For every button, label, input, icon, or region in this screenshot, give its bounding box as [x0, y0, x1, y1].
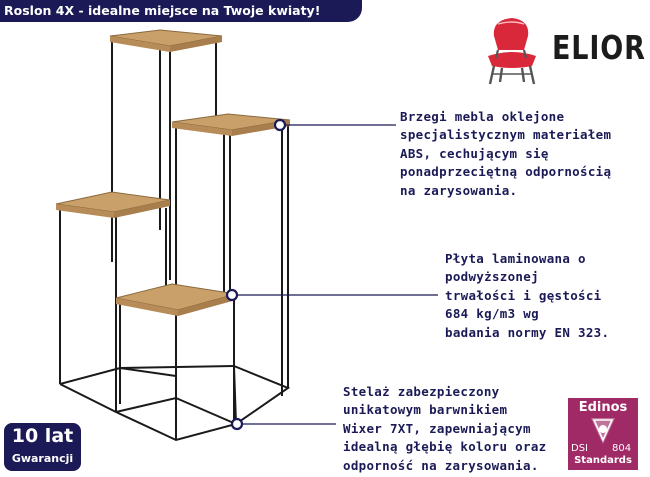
chair-icon — [488, 18, 536, 85]
certificate-standards: Standards — [574, 455, 632, 466]
callout-line: ABS, cechującym się — [400, 145, 549, 161]
certificate-name: Edinos — [578, 400, 628, 415]
callout-edges: Brzegi mebla oklejone specjalistycznym m… — [400, 108, 611, 200]
callout-line: 684 kg/m3 wg — [445, 306, 539, 322]
callout-line: na zarysowania. — [400, 182, 518, 198]
callout-line: ponadprzeciętną odpornością — [400, 164, 612, 180]
callout-line: trwałości i gęstości — [445, 287, 602, 303]
warranty-years: 10 lat — [11, 425, 74, 447]
certificate-dsi: DSI — [571, 443, 588, 454]
callout-line: badania normy EN 323. — [445, 324, 610, 340]
title-banner: Roslon 4X - idealne miejsce na Twoje kwi… — [0, 0, 362, 22]
brand-logo — [484, 14, 634, 90]
warranty-badge: 10 lat Gwarancji — [4, 423, 81, 471]
callout-dot-icon — [225, 118, 438, 431]
shield-icon — [591, 418, 615, 444]
edinos-certificate-badge: Edinos DSI 804 Standards — [568, 398, 638, 470]
certificate-number: 804 — [612, 443, 632, 454]
callout-line: Brzegi mebla oklejone — [400, 109, 565, 124]
callout-line: unikatowym barwnikiem — [343, 402, 508, 418]
callout-line: odporność na zarysowania. — [343, 457, 539, 473]
callout-board: Płyta laminowana o podwyższonej trwałośc… — [445, 250, 609, 342]
brand-name: ELIOR — [552, 28, 646, 67]
callout-line: podwyższonej — [445, 269, 539, 285]
callout-line: specjalistycznym materiałem — [400, 127, 612, 143]
callout-line: idealną głębię koloru oraz — [343, 439, 547, 455]
callout-line: Stelaż zabezpieczony — [343, 384, 500, 399]
callout-frame: Stelaż zabezpieczony unikatowym barwniki… — [343, 383, 546, 475]
callout-line: Wixer 7XT, zapewniającym — [343, 420, 531, 436]
warranty-label: Gwarancji — [11, 452, 74, 465]
callout-line: Płyta laminowana o — [445, 251, 586, 266]
page-title: Roslon 4X - idealne miejsce na Twoje kwi… — [4, 3, 321, 18]
